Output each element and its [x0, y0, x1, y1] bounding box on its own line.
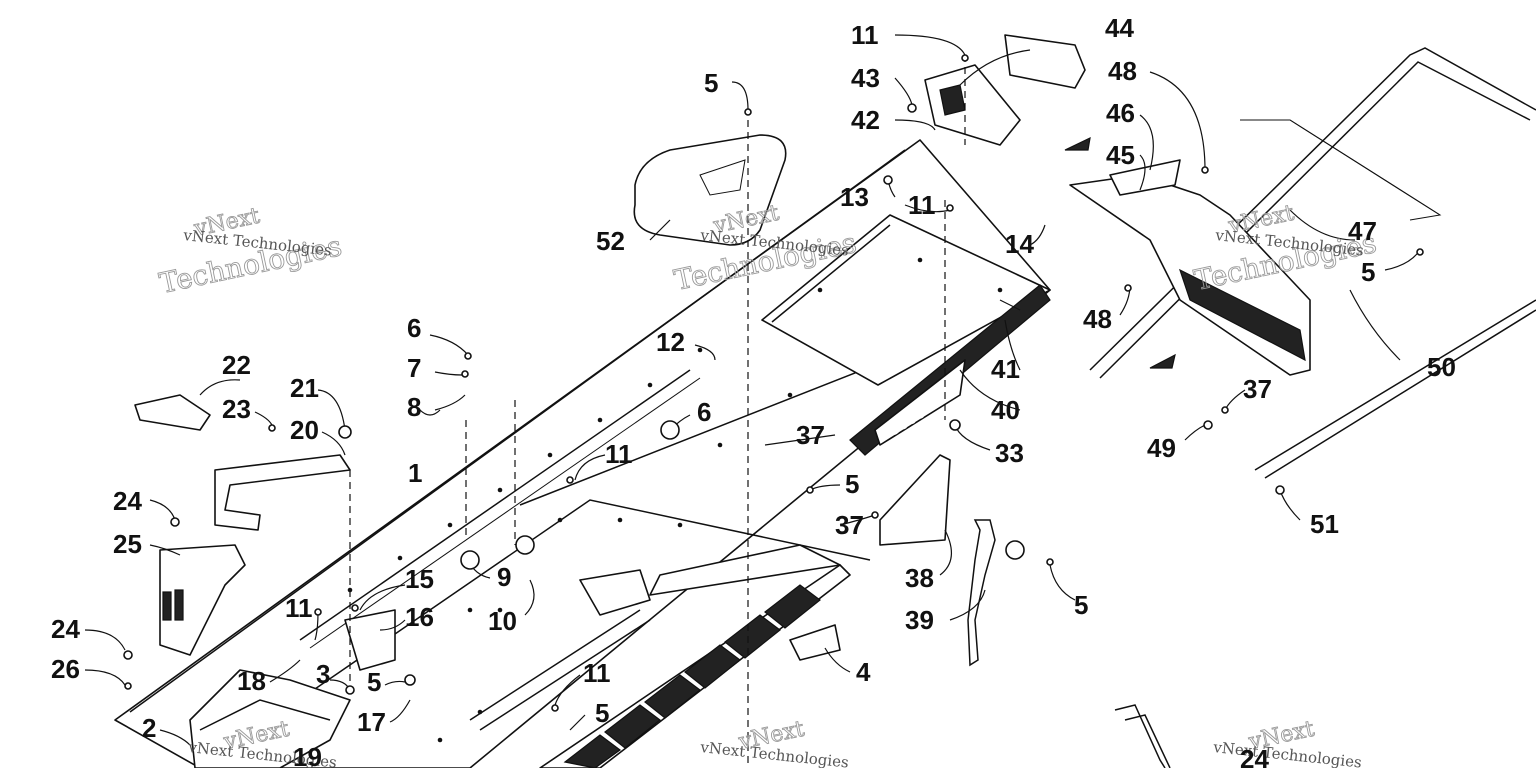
callout-label: 48	[1108, 56, 1137, 86]
running-board	[469, 544, 851, 768]
callout-label: 7	[407, 353, 421, 383]
callout-label: 38	[905, 563, 934, 593]
callout-label: 18	[237, 666, 266, 696]
callout-label: 26	[51, 654, 80, 684]
callout-label: 41	[991, 354, 1020, 384]
callout-label: 40	[991, 395, 1020, 425]
rear-flap-assembly	[1069, 159, 1311, 376]
front-lower-bracket	[189, 609, 396, 768]
callout-label: 39	[905, 605, 934, 635]
callout-label: 48	[1083, 304, 1112, 334]
callout-label: 17	[357, 707, 386, 737]
rivet-row	[347, 257, 1003, 743]
callout-label: 5	[704, 68, 718, 98]
callout-label: 43	[851, 63, 880, 93]
callout-label: 45	[1106, 140, 1135, 170]
callout-label: 11	[583, 658, 611, 688]
rear-bracket	[924, 34, 1086, 146]
callout-label: 1	[408, 458, 422, 488]
callout-label: 44	[1105, 13, 1134, 43]
callout-label: 37	[835, 510, 864, 540]
callout-label: 22	[222, 350, 251, 380]
callout-label: 15	[405, 564, 434, 594]
callout-label: 11	[605, 439, 633, 469]
callout-label: 51	[1310, 509, 1339, 539]
callout-label: 25	[113, 529, 142, 559]
callout-label: 16	[405, 602, 434, 632]
side-brackets	[579, 454, 996, 667]
callout-label: 13	[840, 182, 869, 212]
callout-label: 14	[1005, 229, 1034, 259]
callout-label: 52	[596, 226, 625, 256]
callout-label: 11	[908, 190, 936, 220]
callout-label: 5	[367, 667, 381, 697]
callout-label: 37	[796, 420, 825, 450]
callout-label: 12	[656, 327, 685, 357]
callout-label: 19	[293, 742, 322, 768]
hitch-bracket	[134, 394, 351, 656]
callout-label: 50	[1427, 352, 1456, 382]
callout-label: 49	[1147, 433, 1176, 463]
callout-label: 42	[851, 105, 880, 135]
callout-label: 8	[407, 392, 421, 422]
lower-right-bracket	[1114, 704, 1171, 768]
callout-label: 6	[407, 313, 421, 343]
callout-label: 24	[51, 614, 80, 644]
direction-arrows	[1064, 136, 1176, 369]
callout-label: 11	[285, 593, 313, 623]
fasteners	[123, 54, 1424, 712]
callout-label: 10	[488, 606, 517, 636]
callout-label: 6	[697, 397, 711, 427]
callout-label: 46	[1106, 98, 1135, 128]
callout-label: 2	[142, 713, 156, 743]
callout-label: 21	[290, 373, 319, 403]
callout-label: 47	[1348, 216, 1377, 246]
callout-label: 33	[995, 438, 1024, 468]
callout-label: 9	[497, 562, 511, 592]
callout-label: 24	[113, 486, 142, 516]
callout-label: 5	[845, 469, 859, 499]
callout-label: 20	[290, 415, 319, 445]
callout-label: 5	[1361, 257, 1375, 287]
callout-label: 3	[316, 659, 330, 689]
callout-label: 5	[595, 698, 609, 728]
tunnel-assembly: 8000	[114, 139, 1051, 768]
callout-label: 5	[1074, 590, 1088, 620]
callout-label: 4	[856, 657, 871, 687]
callout-label: 37	[1243, 374, 1272, 404]
callout-label: 23	[222, 394, 251, 424]
callout-label: 24	[1240, 744, 1269, 768]
callout-label: 11	[851, 20, 879, 50]
alignment-lines	[349, 55, 966, 768]
callout-labels: 1 2 3 4 5 5 5 5 5 5 5 6 6 7 8 9 10 11 11…	[51, 13, 1456, 768]
